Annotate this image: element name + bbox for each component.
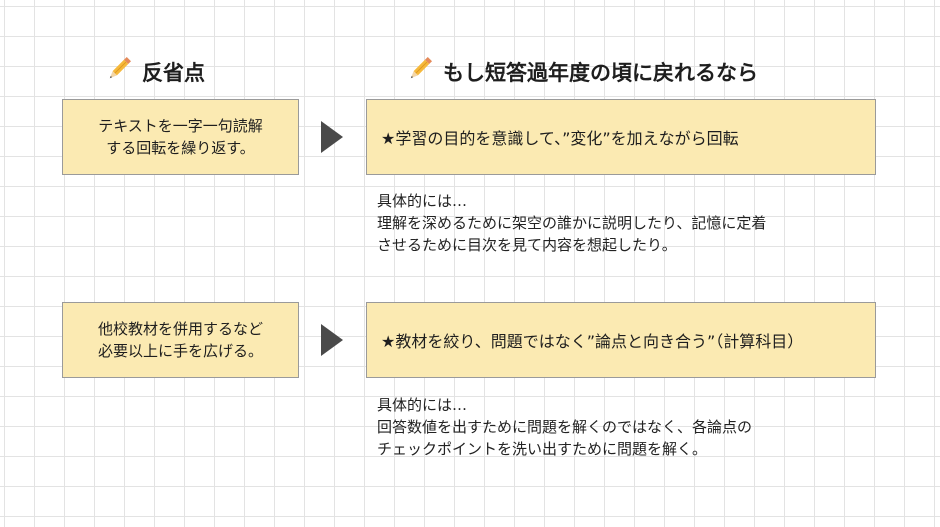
reflection-box-1: テキストを一字一句読解 する回転を繰り返す。 [62,99,299,175]
heading-reflection-text: 反省点 [142,60,205,85]
detail-line: 理解を深めるために架空の誰かに説明したり、記憶に定着 [377,214,767,232]
reflection-line: 他校教材を併用するなど [97,320,263,338]
detail-line: させるために目次を見て内容を想起したり。 [377,236,677,254]
reflection-line: テキストを一字一句読解 [98,117,263,135]
redo-box-1: ★学習の目的を意識して、”変化”を加えながら回転 [366,99,876,175]
reflection-box-2: 他校教材を併用するなど 必要以上に手を広げる。 [62,302,299,378]
arrow-right-icon [321,121,343,153]
detail-line: チェックポイントを洗い出すために問題を解く。 [377,440,708,458]
heading-redo: もし短答過年度の頃に戻れるなら [405,54,758,91]
heading-reflection: 反省点 [104,54,205,91]
detail-block-2: 具体的には… 回答数値を出すために問題を解くのではなく、各論点の チェックポイン… [377,394,752,460]
reflection-line: 必要以上に手を広げる。 [97,342,263,360]
pencil-icon [405,54,443,91]
arrow-right-icon [321,324,343,356]
detail-line: 回答数値を出すために問題を解くのではなく、各論点の [377,418,753,436]
pencil-icon [104,54,142,91]
detail-line: 具体的には… [377,192,468,210]
redo-title: ★教材を絞り、問題ではなく”論点と向き合う”（計算科目） [381,332,804,351]
heading-redo-text: もし短答過年度の頃に戻れるなら [443,60,758,85]
redo-box-2: ★教材を絞り、問題ではなく”論点と向き合う”（計算科目） [366,302,876,378]
detail-block-1: 具体的には… 理解を深めるために架空の誰かに説明したり、記憶に定着 させるために… [377,190,766,256]
reflection-line: する回転を繰り返す。 [106,139,255,157]
redo-title: ★学習の目的を意識して、”変化”を加えながら回転 [381,129,739,148]
detail-line: 具体的には… [377,396,468,414]
